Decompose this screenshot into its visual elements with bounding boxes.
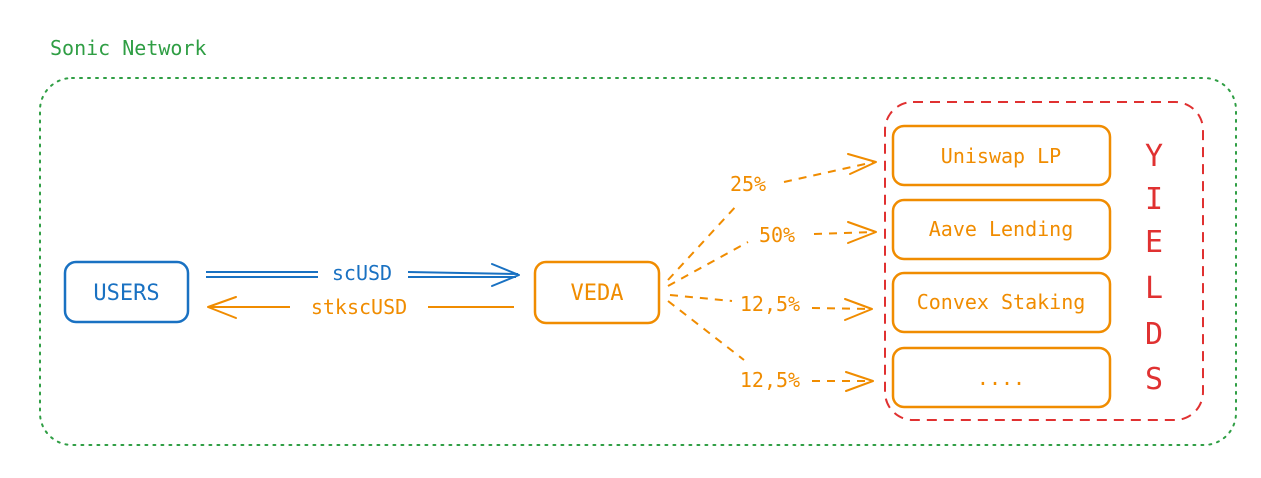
strategy-box-uniswap[interactable]: Uniswap LP xyxy=(891,124,1112,187)
strategy-label: Uniswap LP xyxy=(941,144,1061,168)
veda-node[interactable]: VEDA xyxy=(533,260,661,325)
users-box xyxy=(63,260,190,324)
yields-letter: S xyxy=(1145,362,1163,397)
users-node[interactable]: USERS xyxy=(63,260,190,324)
yields-letter: L xyxy=(1145,271,1163,306)
strategy-box-aave[interactable]: Aave Lending xyxy=(891,198,1112,261)
deposit-flow-arrow xyxy=(206,263,520,287)
veda-box xyxy=(533,260,661,325)
deposit-token-label: scUSD xyxy=(332,261,392,285)
strategy-box-outline xyxy=(891,198,1112,261)
strategy-box-convex[interactable]: Convex Staking xyxy=(891,271,1112,334)
allocation-percent: 12,5% xyxy=(740,368,800,392)
strategy-label: Convex Staking xyxy=(917,290,1086,314)
network-label: Sonic Network xyxy=(50,36,207,60)
allocation-percent: 12,5% xyxy=(740,292,800,316)
allocation-arrow-3 xyxy=(669,294,873,321)
allocation-percent: 25% xyxy=(730,172,766,196)
strategy-box-outline xyxy=(891,271,1112,334)
veda-label: VEDA xyxy=(571,281,624,306)
strategy-label: .... xyxy=(977,366,1025,390)
users-label: USERS xyxy=(93,281,159,306)
allocation-percent: 50% xyxy=(759,223,795,247)
strategy-box-outline xyxy=(891,346,1112,409)
yields-letter: I xyxy=(1145,182,1163,217)
yields-letter: D xyxy=(1145,317,1163,352)
yields-letter: E xyxy=(1145,225,1163,260)
allocation-arrow-1 xyxy=(667,153,877,281)
strategy-box-more[interactable]: .... xyxy=(891,346,1112,409)
strategy-label: Aave Lending xyxy=(929,217,1074,241)
strategy-box-outline xyxy=(891,124,1112,187)
allocation-arrow-4 xyxy=(667,300,874,392)
yields-letter: Y xyxy=(1145,139,1163,174)
receipt-token-label: stkscUSD xyxy=(311,295,407,319)
receipt-flow-arrow xyxy=(207,296,514,319)
allocation-arrow-2 xyxy=(667,221,877,287)
